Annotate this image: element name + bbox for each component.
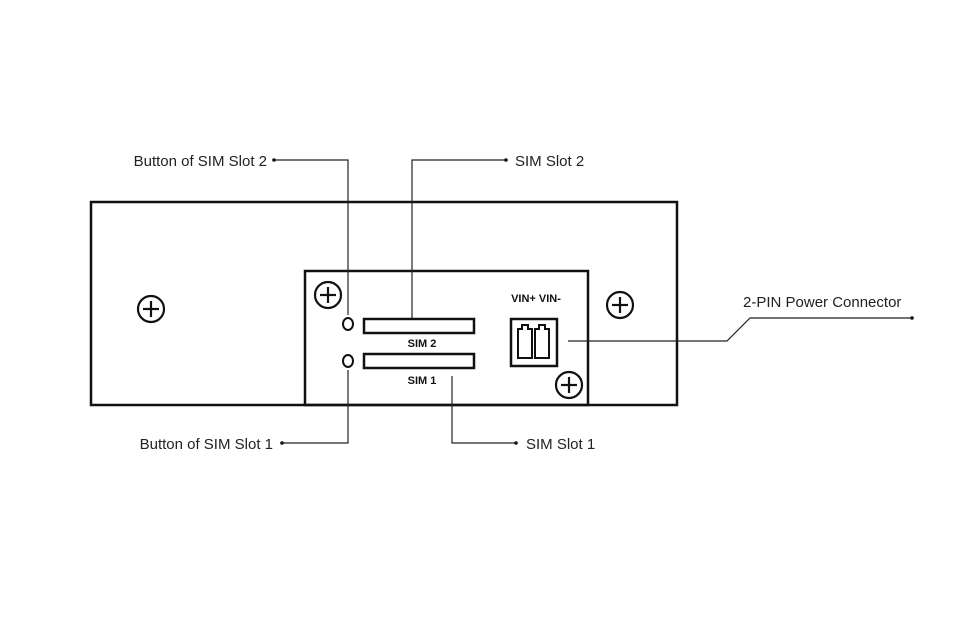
callout-sim2-slot: SIM Slot 2 [515,153,584,170]
leader-sim1-slot [451,376,516,444]
screw-icon [605,290,635,320]
sim2-label: SIM 2 [408,338,437,350]
leader-sim2-button [274,159,349,315]
sim2-button-icon [342,317,354,331]
callout-sim1-button: Button of SIM Slot 1 [140,436,273,453]
inner-panel-outline [303,269,590,407]
callout-sim1-slot: SIM Slot 1 [526,436,595,453]
leader-sim2-slot [411,159,506,318]
sim2-slot [362,317,476,335]
leader-power-connector [568,317,912,342]
sim1-label: SIM 1 [408,375,437,387]
power-connector-icon [509,317,559,368]
screw-icon [136,294,166,324]
callout-power-connector: 2-PIN Power Connector [743,294,901,311]
sim1-button-icon [342,354,354,368]
callout-sim2-button: Button of SIM Slot 2 [134,153,267,170]
sim1-slot [362,352,476,370]
screw-icon [313,280,343,310]
screw-icon [554,370,584,400]
vin-label: VIN+ VIN- [511,293,561,305]
leader-sim1-button [282,370,349,444]
